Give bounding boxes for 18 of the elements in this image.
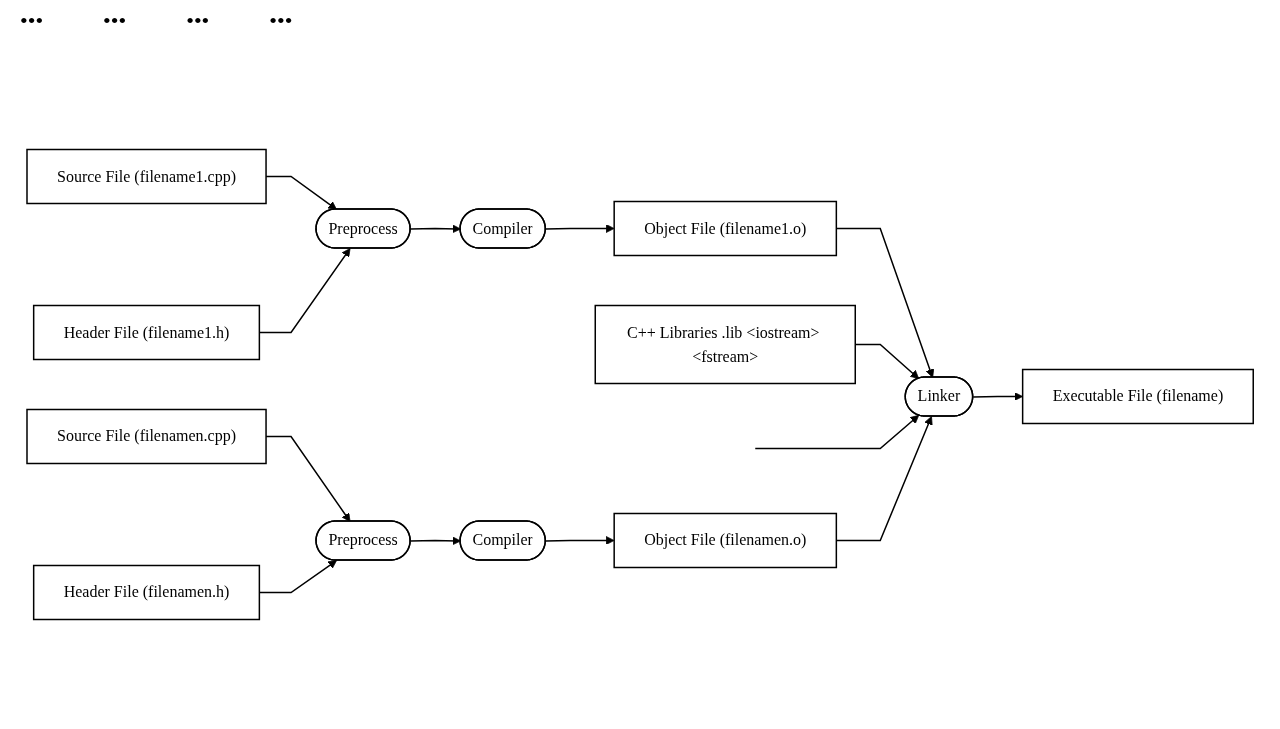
node-box: Source File (filename1.cpp) <box>26 148 267 205</box>
ellipsis-mark: ••• <box>103 8 127 34</box>
arrow <box>972 392 1023 401</box>
node-box: Header File (filename1.h) <box>32 304 260 361</box>
node-box: Object File (filenamen.o) <box>613 512 837 569</box>
ellipsis-mark: ••• <box>269 8 293 34</box>
arrow <box>409 224 461 234</box>
ellipsis-mark: ••• <box>20 8 44 34</box>
ellipsis-mark: ••• <box>186 8 210 34</box>
arrow <box>265 435 351 522</box>
node-box: Source File (filenamen.cpp) <box>26 408 267 465</box>
node-box: Object File (filename1.o) <box>613 200 837 257</box>
node-box: Executable File (filename) <box>1021 368 1254 425</box>
arrow <box>265 175 337 210</box>
arrow <box>754 414 919 450</box>
node-box: Header File (filenamen.h) <box>32 564 260 621</box>
arrow <box>409 536 461 546</box>
node-box: C++ Libraries .lib <iostream> <fstream> <box>594 304 856 385</box>
